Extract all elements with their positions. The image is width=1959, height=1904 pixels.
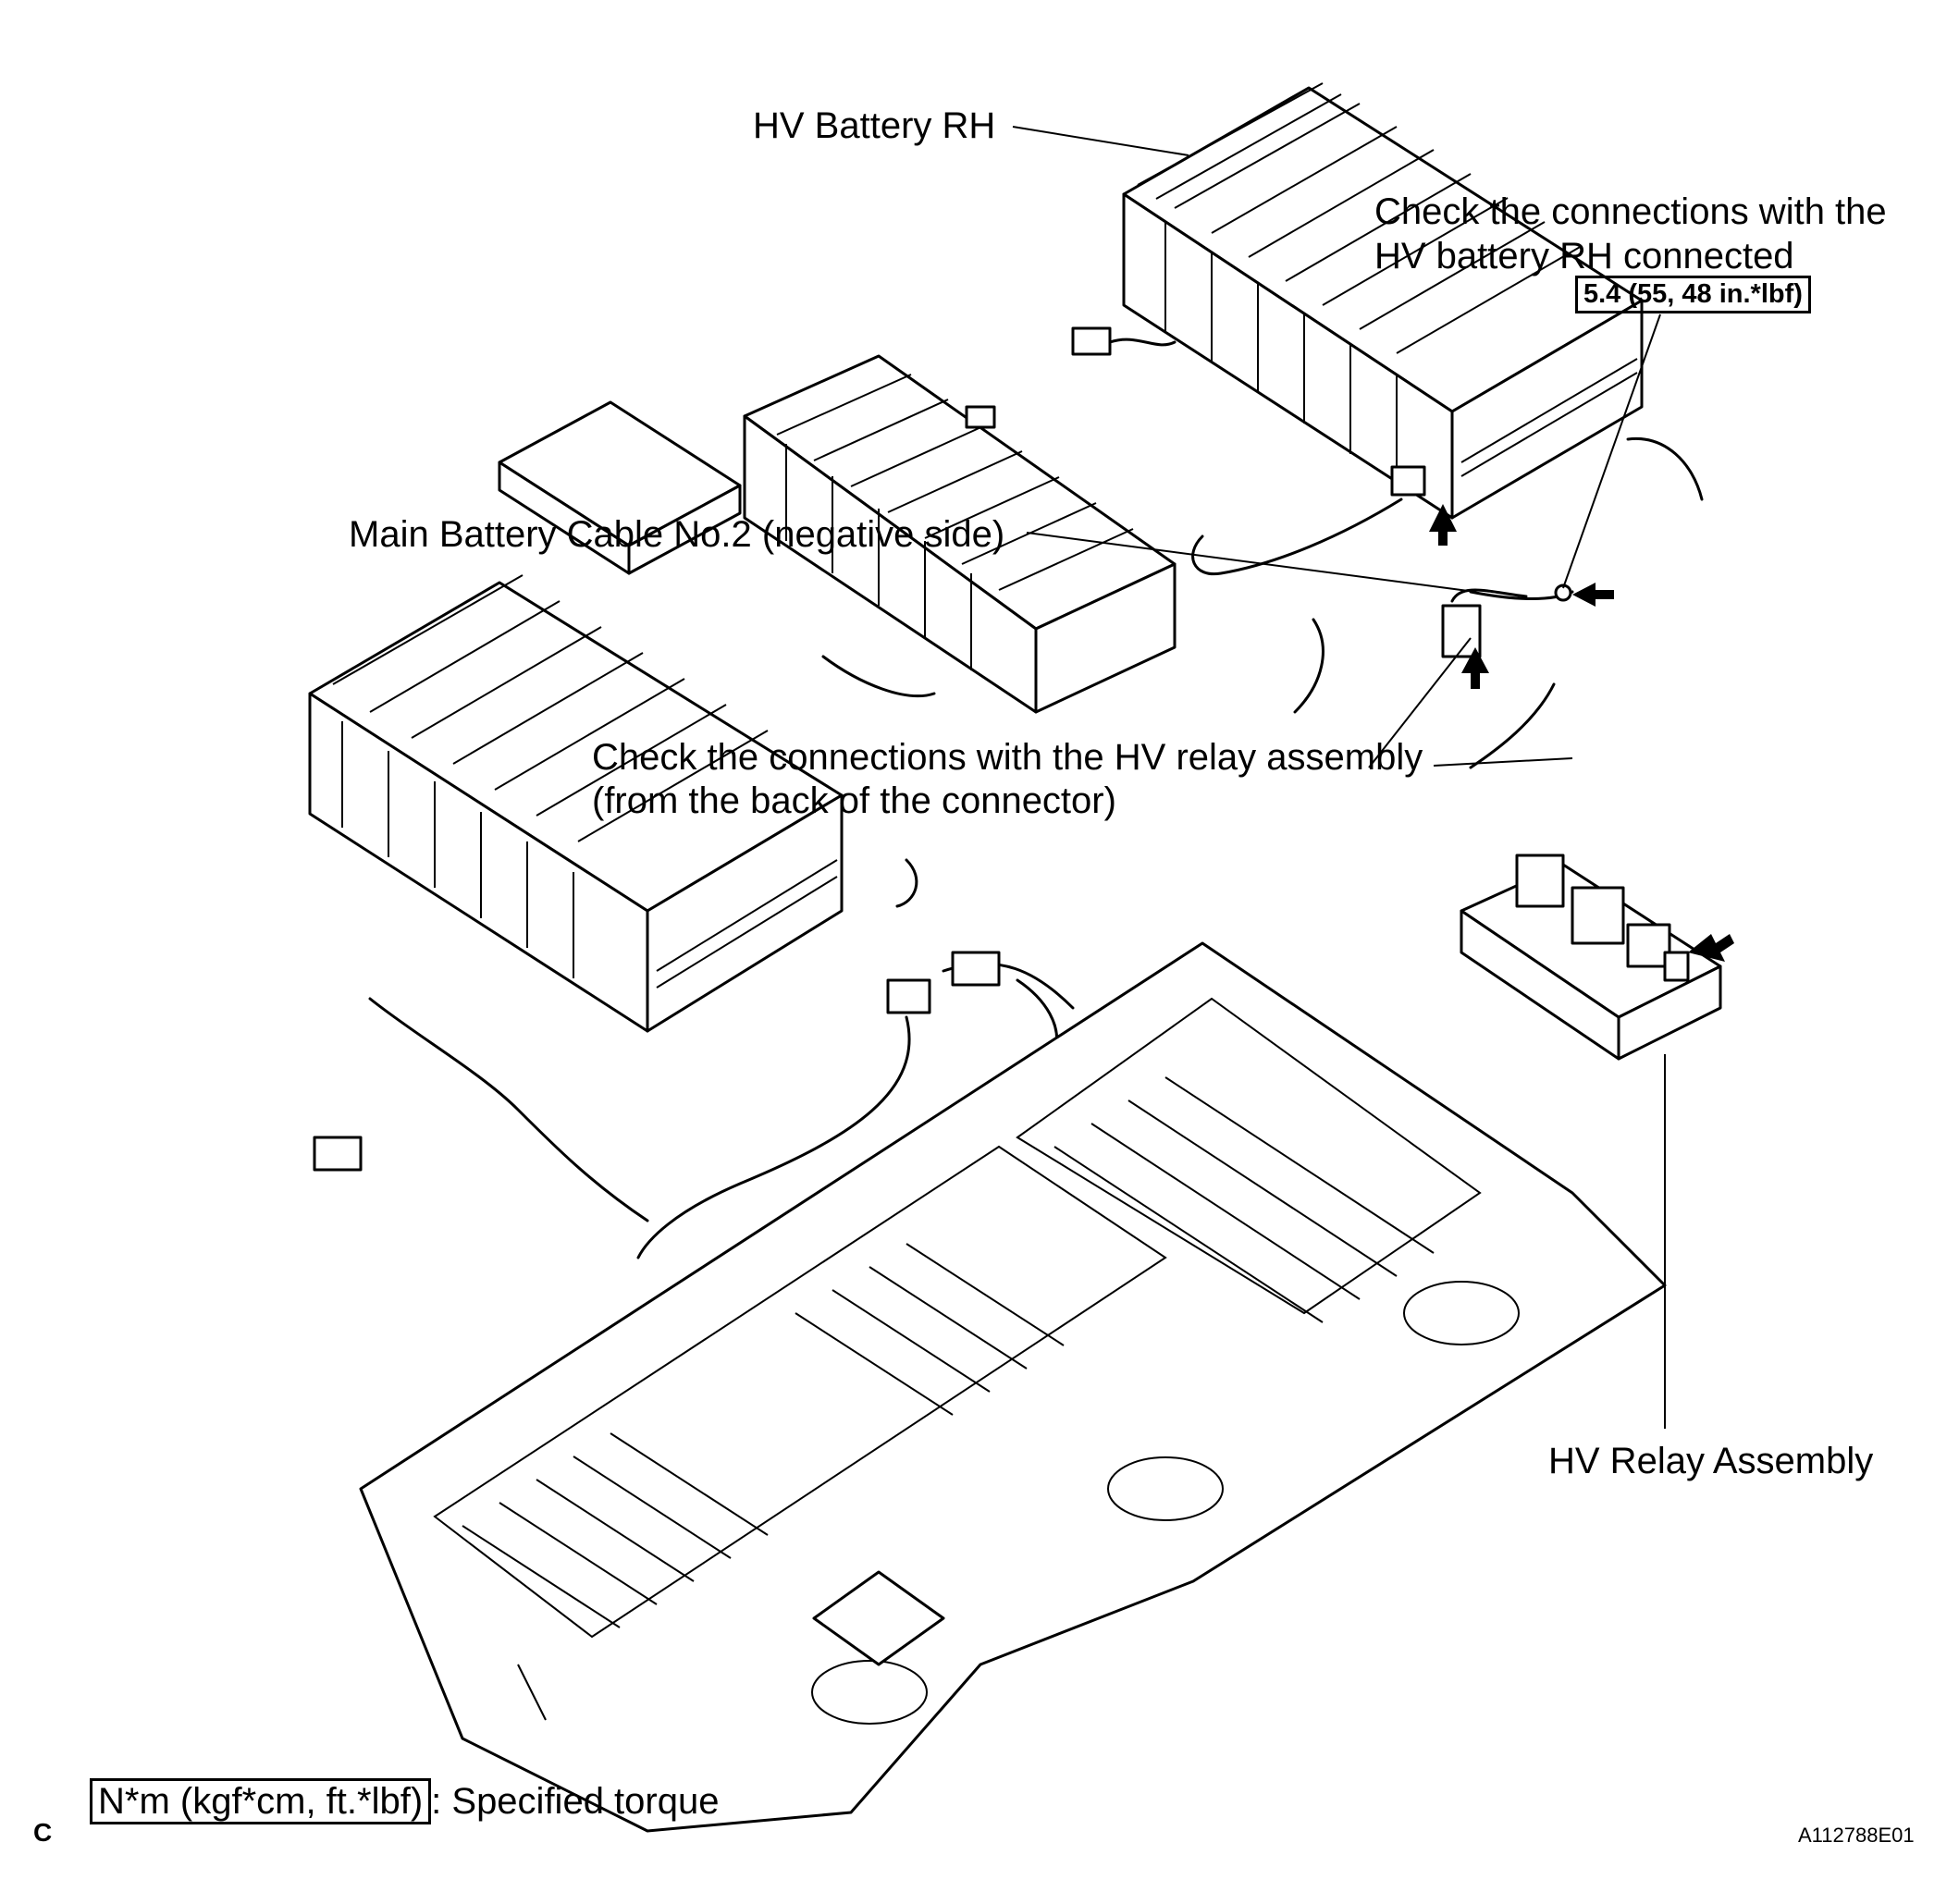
hv-battery-middle-module (743, 354, 1177, 714)
leader-lines (517, 126, 1666, 1721)
battery-ecu-box (498, 400, 742, 575)
figure-code: A112788E01 (1798, 1824, 1915, 1847)
arrow-cable-terminal (1572, 583, 1614, 607)
hv-relay-assembly (1460, 854, 1722, 1061)
check-arrows (1429, 504, 1734, 962)
check-connections-rh-line2: HV battery RH connected (1374, 236, 1794, 276)
arrow-relay-terminal (1688, 934, 1734, 962)
check-connections-rh-line1: Check the connections with the (1374, 191, 1887, 232)
battery-tray (359, 941, 1667, 1833)
check-relay-line1: Check the connections with the HV relay … (592, 737, 1423, 778)
hv-battery-rh-label: HV Battery RH (753, 105, 996, 146)
main-battery-cable-label: Main Battery Cable No.2 (negative side) (349, 514, 1005, 555)
hv-relay-assembly-label: HV Relay Assembly (1548, 1441, 1874, 1481)
torque-legend-text: : Specified torque (431, 1781, 720, 1822)
arrow-relay-connector (1461, 647, 1489, 689)
arrow-rh-connector (1429, 504, 1457, 546)
check-relay-line2: (from the back of the connector) (592, 780, 1116, 821)
torque-legend-box: N*m (kgf*cm, ft.*lbf) (90, 1778, 432, 1824)
corner-letter: C (33, 1818, 53, 1847)
hv-battery-lh-module (308, 574, 844, 1033)
main-battery-cable-no2 (1191, 497, 1574, 658)
misc-cables (313, 436, 1704, 1259)
hv-battery-rh-module (1071, 82, 1644, 520)
torque-legend: N*m (kgf*cm, ft.*lbf): Specified torque (90, 1778, 720, 1824)
torque-value-box: 5.4 (55, 48 in.*lbf) (1575, 276, 1811, 313)
